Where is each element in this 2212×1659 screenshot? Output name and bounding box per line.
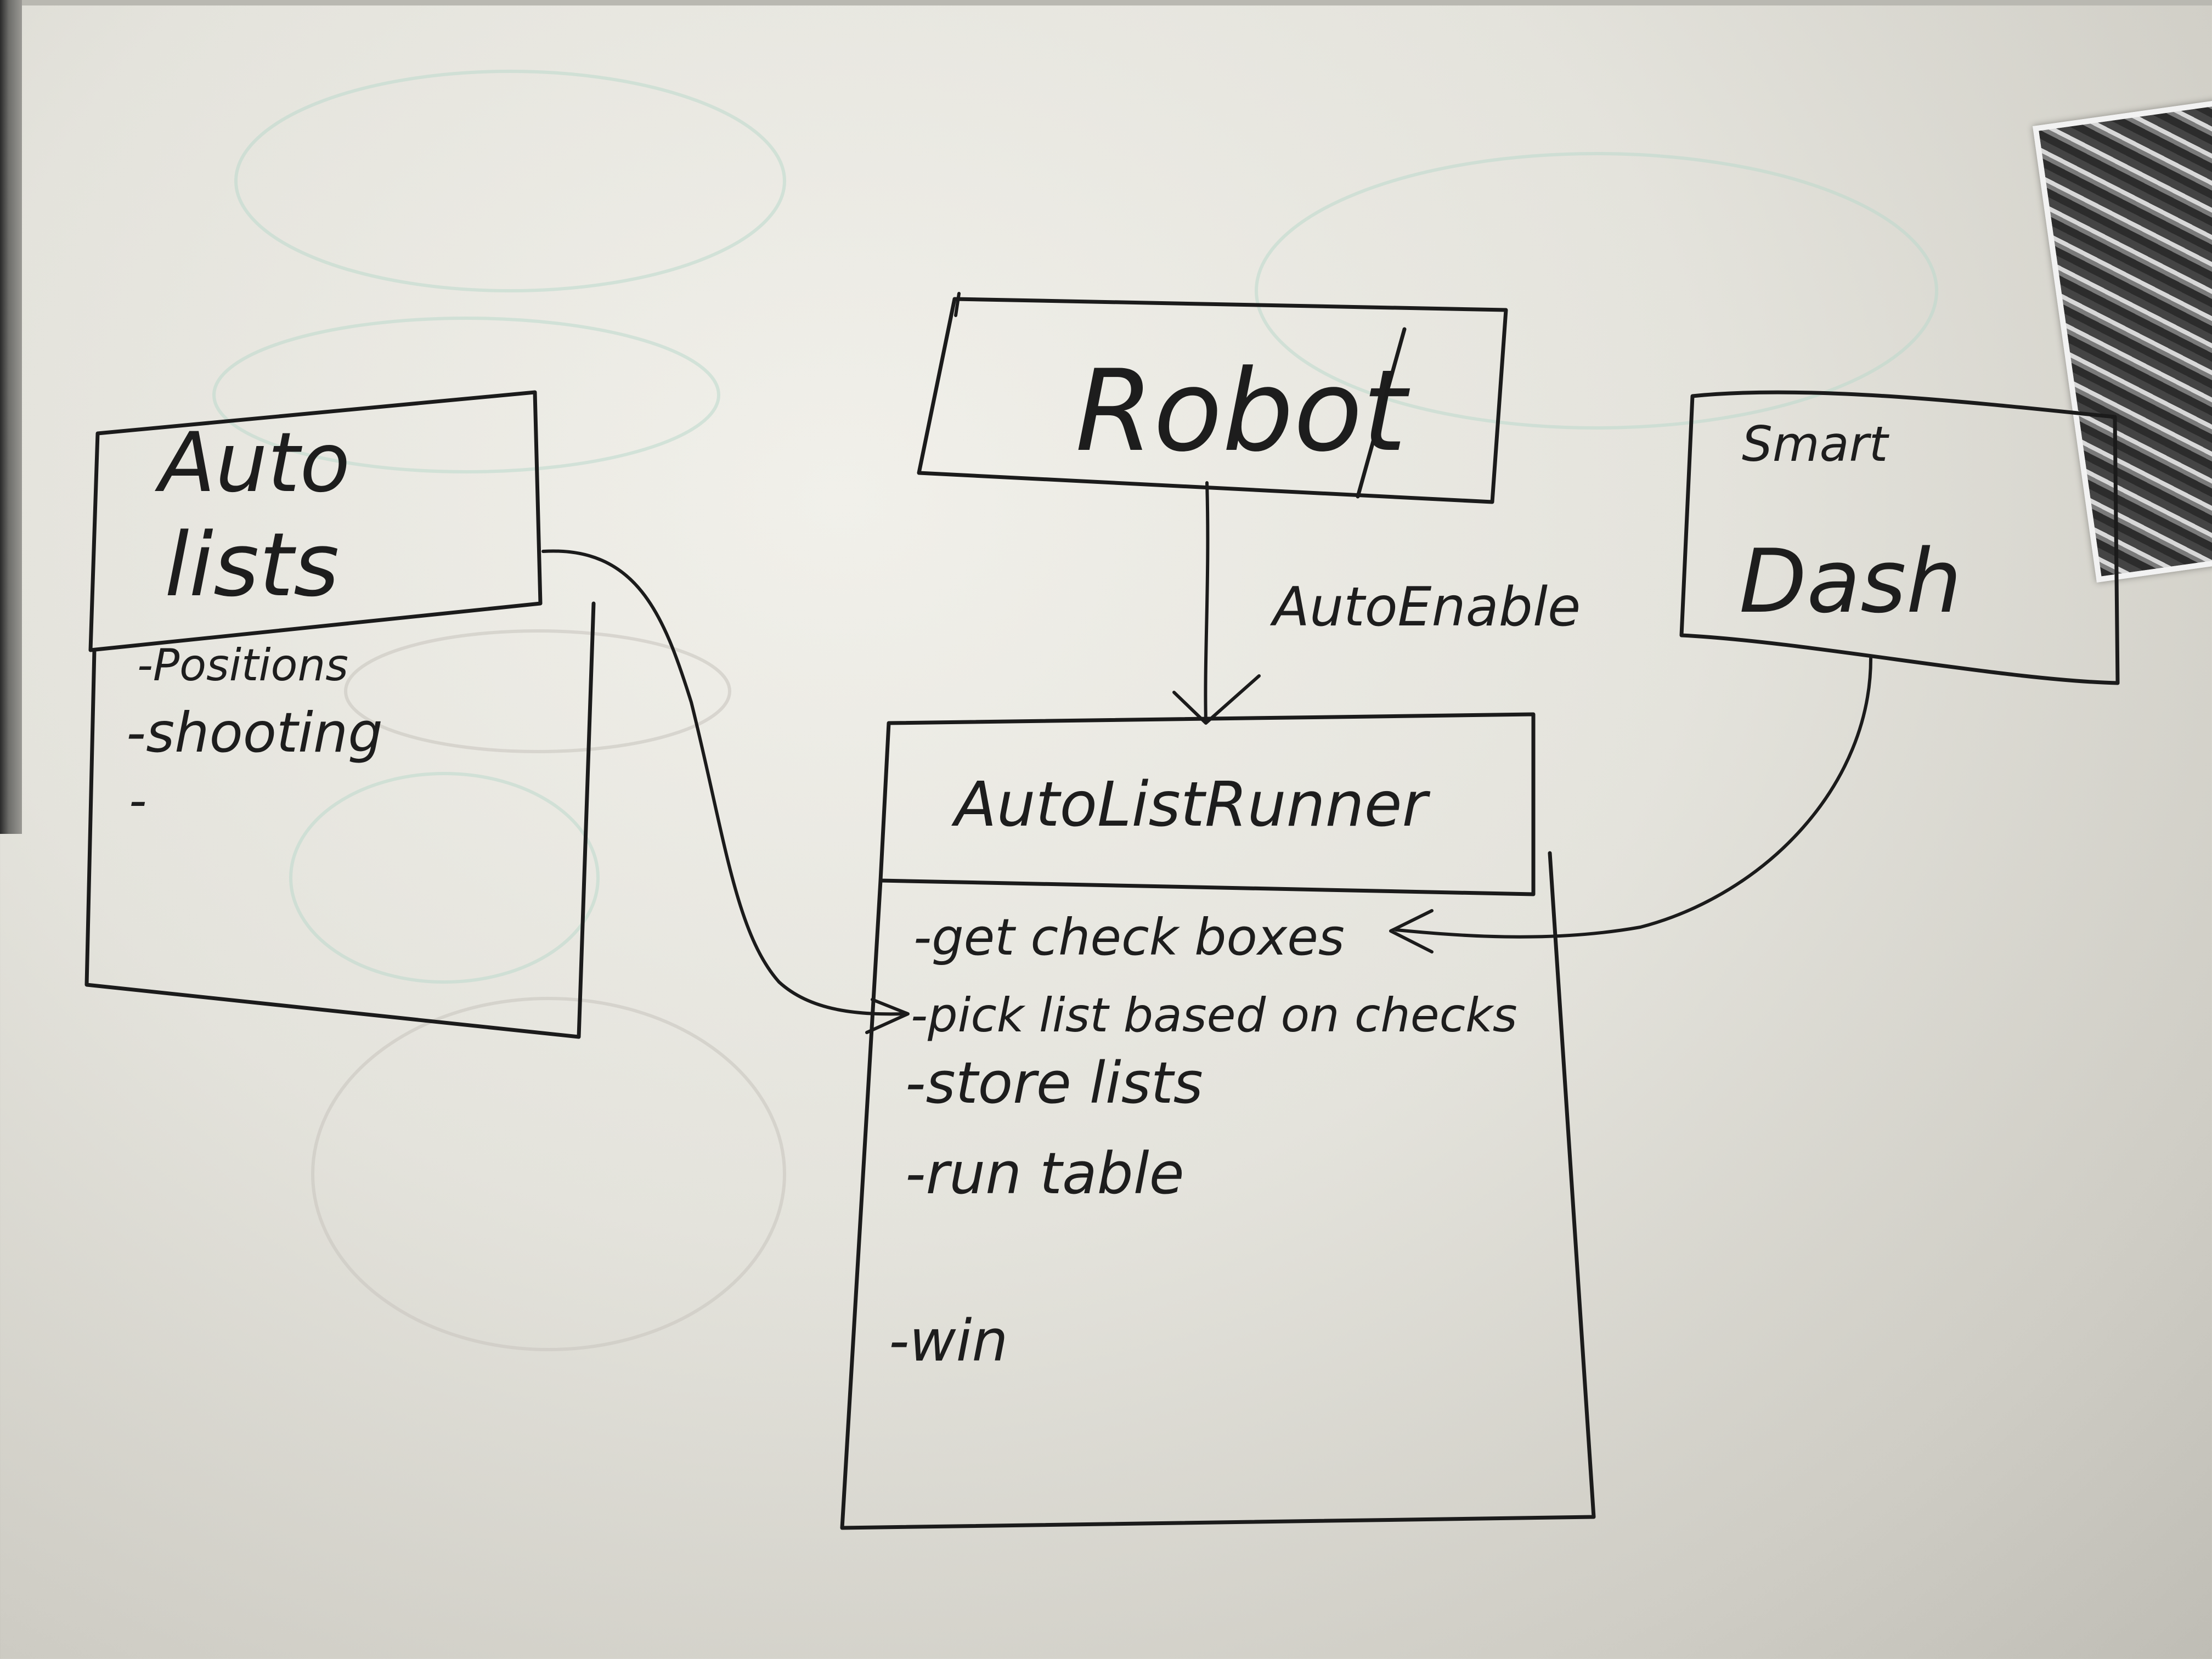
runner-item: -pick list based on checks — [911, 988, 1517, 1043]
auto-lists-item: -Positions — [137, 640, 348, 691]
auto-lists-to-runner-arrow — [541, 549, 910, 1034]
runner-body-outline — [840, 851, 1596, 1530]
runner-item: -run table — [905, 1140, 1184, 1207]
auto-lists-box: Auto lists -Positions -shooting - — [84, 390, 596, 1039]
robot-to-runner-arrowhead — [1172, 674, 1261, 725]
smart-dash-title-line2: Dash — [1739, 530, 1962, 633]
ghost-ellipse-1 — [234, 70, 786, 292]
smart-dash-box: Smart Dash — [1679, 390, 2120, 685]
smart-dash-to-runner-arrow — [1389, 657, 1872, 953]
runner-item: -get check boxes — [913, 908, 1345, 967]
auto-lists-title-line1: Auto — [155, 415, 350, 511]
robot-title: Robot — [1075, 346, 1410, 477]
auto-lists-item: - — [129, 772, 146, 830]
smart-dash-to-runner-line — [1395, 657, 1872, 939]
auto-lists-to-runner-arrowhead — [865, 998, 910, 1034]
runner-header-outline — [878, 712, 1536, 896]
auto-lists-item: -shooting — [126, 701, 383, 765]
runner-item: -store lists — [905, 1049, 1203, 1116]
robot-to-runner-label: AutoEnable — [1269, 576, 1581, 639]
ghost-circle — [311, 997, 786, 1351]
robot-to-runner-line — [1204, 481, 1210, 723]
ghost-ellipse-4 — [289, 772, 600, 984]
smart-dash-title-line1: Smart — [1742, 416, 1890, 472]
smart-dash-outline — [1679, 390, 2120, 685]
smart-dash-to-runner-arrowhead — [1389, 909, 1434, 953]
robot-box: Robot — [917, 292, 1508, 504]
whiteboard-frame-top — [0, 0, 2212, 5]
ghost-ellipse-3 — [212, 317, 720, 473]
runner-title: AutoListRunner — [951, 769, 1431, 840]
robot-t-stroke — [1356, 327, 1407, 499]
auto-lists-body-outline — [84, 601, 596, 1039]
auto-list-runner-box: AutoListRunner -get check boxes -pick li… — [840, 712, 1596, 1530]
robot-to-runner-arrow: AutoEnable — [1172, 481, 1581, 725]
ghost-ellipse-5 — [344, 629, 731, 753]
robot-box-tick — [954, 292, 961, 317]
runner-item: -win — [889, 1307, 1008, 1374]
auto-lists-to-runner-line — [541, 549, 907, 1016]
auto-lists-title-line2: lists — [165, 514, 339, 616]
erased-marker-remnants — [212, 70, 1938, 1351]
ghost-ellipse-2 — [1255, 152, 1938, 430]
auto-lists-header-outline — [88, 390, 543, 652]
robot-box-outline — [917, 297, 1508, 504]
whiteboard-frame-edge — [0, 0, 22, 834]
